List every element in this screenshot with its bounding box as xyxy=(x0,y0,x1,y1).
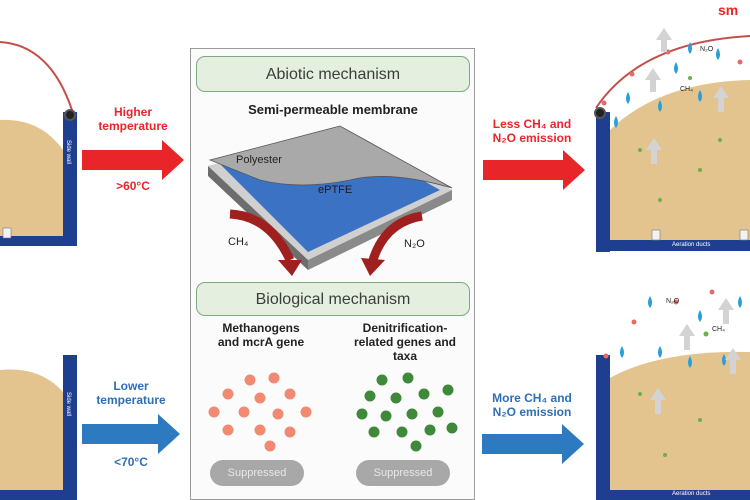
abiotic-pill: Abiotic mechanism xyxy=(196,56,470,92)
bottom-right-compost xyxy=(610,351,750,492)
n2o-flux-arrowhead xyxy=(361,258,385,276)
biological-pill: Biological mechanism xyxy=(196,282,470,316)
top-left-duct xyxy=(2,227,12,239)
more-emission-label: More CH₄ and N₂O emission xyxy=(492,391,572,419)
methanogens-label: Methanogens and mcrA gene xyxy=(217,321,305,349)
top-right-n2o-label: N₂O xyxy=(700,46,714,53)
top-right-ch4-label: CH₄ xyxy=(680,86,693,93)
top-right-cover-hinge xyxy=(594,107,606,119)
top-right-duct-1 xyxy=(651,229,661,241)
top-right-side-wall xyxy=(596,112,610,252)
top-right-duct-2 xyxy=(739,229,749,241)
bottom-right-n2o-label: N₂O xyxy=(666,298,680,305)
polyester-layer xyxy=(208,125,453,189)
top-right-rising-arrows xyxy=(645,28,729,164)
top-left-side-wall xyxy=(63,112,77,244)
lower-temperature-value: <70°C xyxy=(114,455,148,469)
abiotic-title: Abiotic mechanism xyxy=(265,66,401,83)
top-left-red-arrow xyxy=(82,140,184,180)
top-left-bin xyxy=(0,41,77,246)
higher-temperature-value: >60°C xyxy=(116,179,150,193)
top-left-compost xyxy=(0,119,63,238)
ch4-flux-arrow xyxy=(229,209,295,262)
lower-temperature-label: Lower temperature xyxy=(96,379,166,407)
membrane-illustration xyxy=(208,125,453,276)
biological-title: Biological mechanism xyxy=(255,291,411,308)
top-left-cover xyxy=(0,41,73,111)
membrane-title: Semi-permeable membrane xyxy=(248,102,418,117)
bottom-right-rising-arrows xyxy=(650,298,741,414)
mechanism-panel xyxy=(190,48,475,500)
top-right-gas-particles xyxy=(601,42,743,202)
bottom-left-wall-label: Side wall xyxy=(65,392,71,417)
bottom-left-floor xyxy=(0,490,77,500)
bottom-left-compost xyxy=(0,369,63,492)
suppressed-badge-right: Suppressed xyxy=(356,460,450,486)
n2o-label: N₂O xyxy=(404,238,425,250)
higher-temperature-label: Higher temperature xyxy=(98,105,168,133)
bottom-right-floor xyxy=(596,490,750,500)
bottom-left-bin xyxy=(0,355,77,500)
top-right-duct-label: Aeration ducts xyxy=(672,242,711,248)
ch4-label: CH₄ xyxy=(228,236,249,248)
bottom-right-side-wall xyxy=(596,355,610,500)
denitrifier-dot-cluster xyxy=(356,372,458,452)
bottom-left-side-wall xyxy=(63,355,77,500)
bottom-right-ch4-label: CH₄ xyxy=(712,326,725,333)
top-right-red-arrow xyxy=(483,150,585,190)
bottom-right-duct-label: Aeration ducts xyxy=(672,491,711,497)
top-right-floor xyxy=(596,240,750,251)
polyester-label: Polyester xyxy=(236,154,282,166)
top-left-floor xyxy=(0,236,77,246)
n2o-flux-arrow xyxy=(368,211,423,262)
top-left-cover-hinge xyxy=(64,109,76,121)
bottom-left-blue-arrow xyxy=(82,414,180,454)
denitrification-label: Denitrification- related genes and taxa xyxy=(353,321,457,363)
bottom-right-gas-particles xyxy=(603,289,742,457)
top-right-cover xyxy=(595,35,750,109)
top-right-corner-text: sm xyxy=(718,2,739,18)
top-left-wall-label: Side wall xyxy=(65,140,71,165)
suppressed-badge-left: Suppressed xyxy=(210,460,304,486)
top-right-bin xyxy=(594,28,750,252)
bottom-right-blue-arrow xyxy=(482,424,584,464)
bottom-right-bin xyxy=(596,289,750,500)
membrane-edge-right xyxy=(308,190,452,270)
ch4-flux-arrowhead xyxy=(278,260,302,276)
less-emission-label: Less CH₄ and N₂O emission xyxy=(492,117,572,145)
top-right-compost xyxy=(610,80,750,240)
microbe-dots xyxy=(208,372,458,452)
eptfe-label: ePTFE xyxy=(318,184,353,196)
methanogen-dot-cluster xyxy=(208,372,312,452)
